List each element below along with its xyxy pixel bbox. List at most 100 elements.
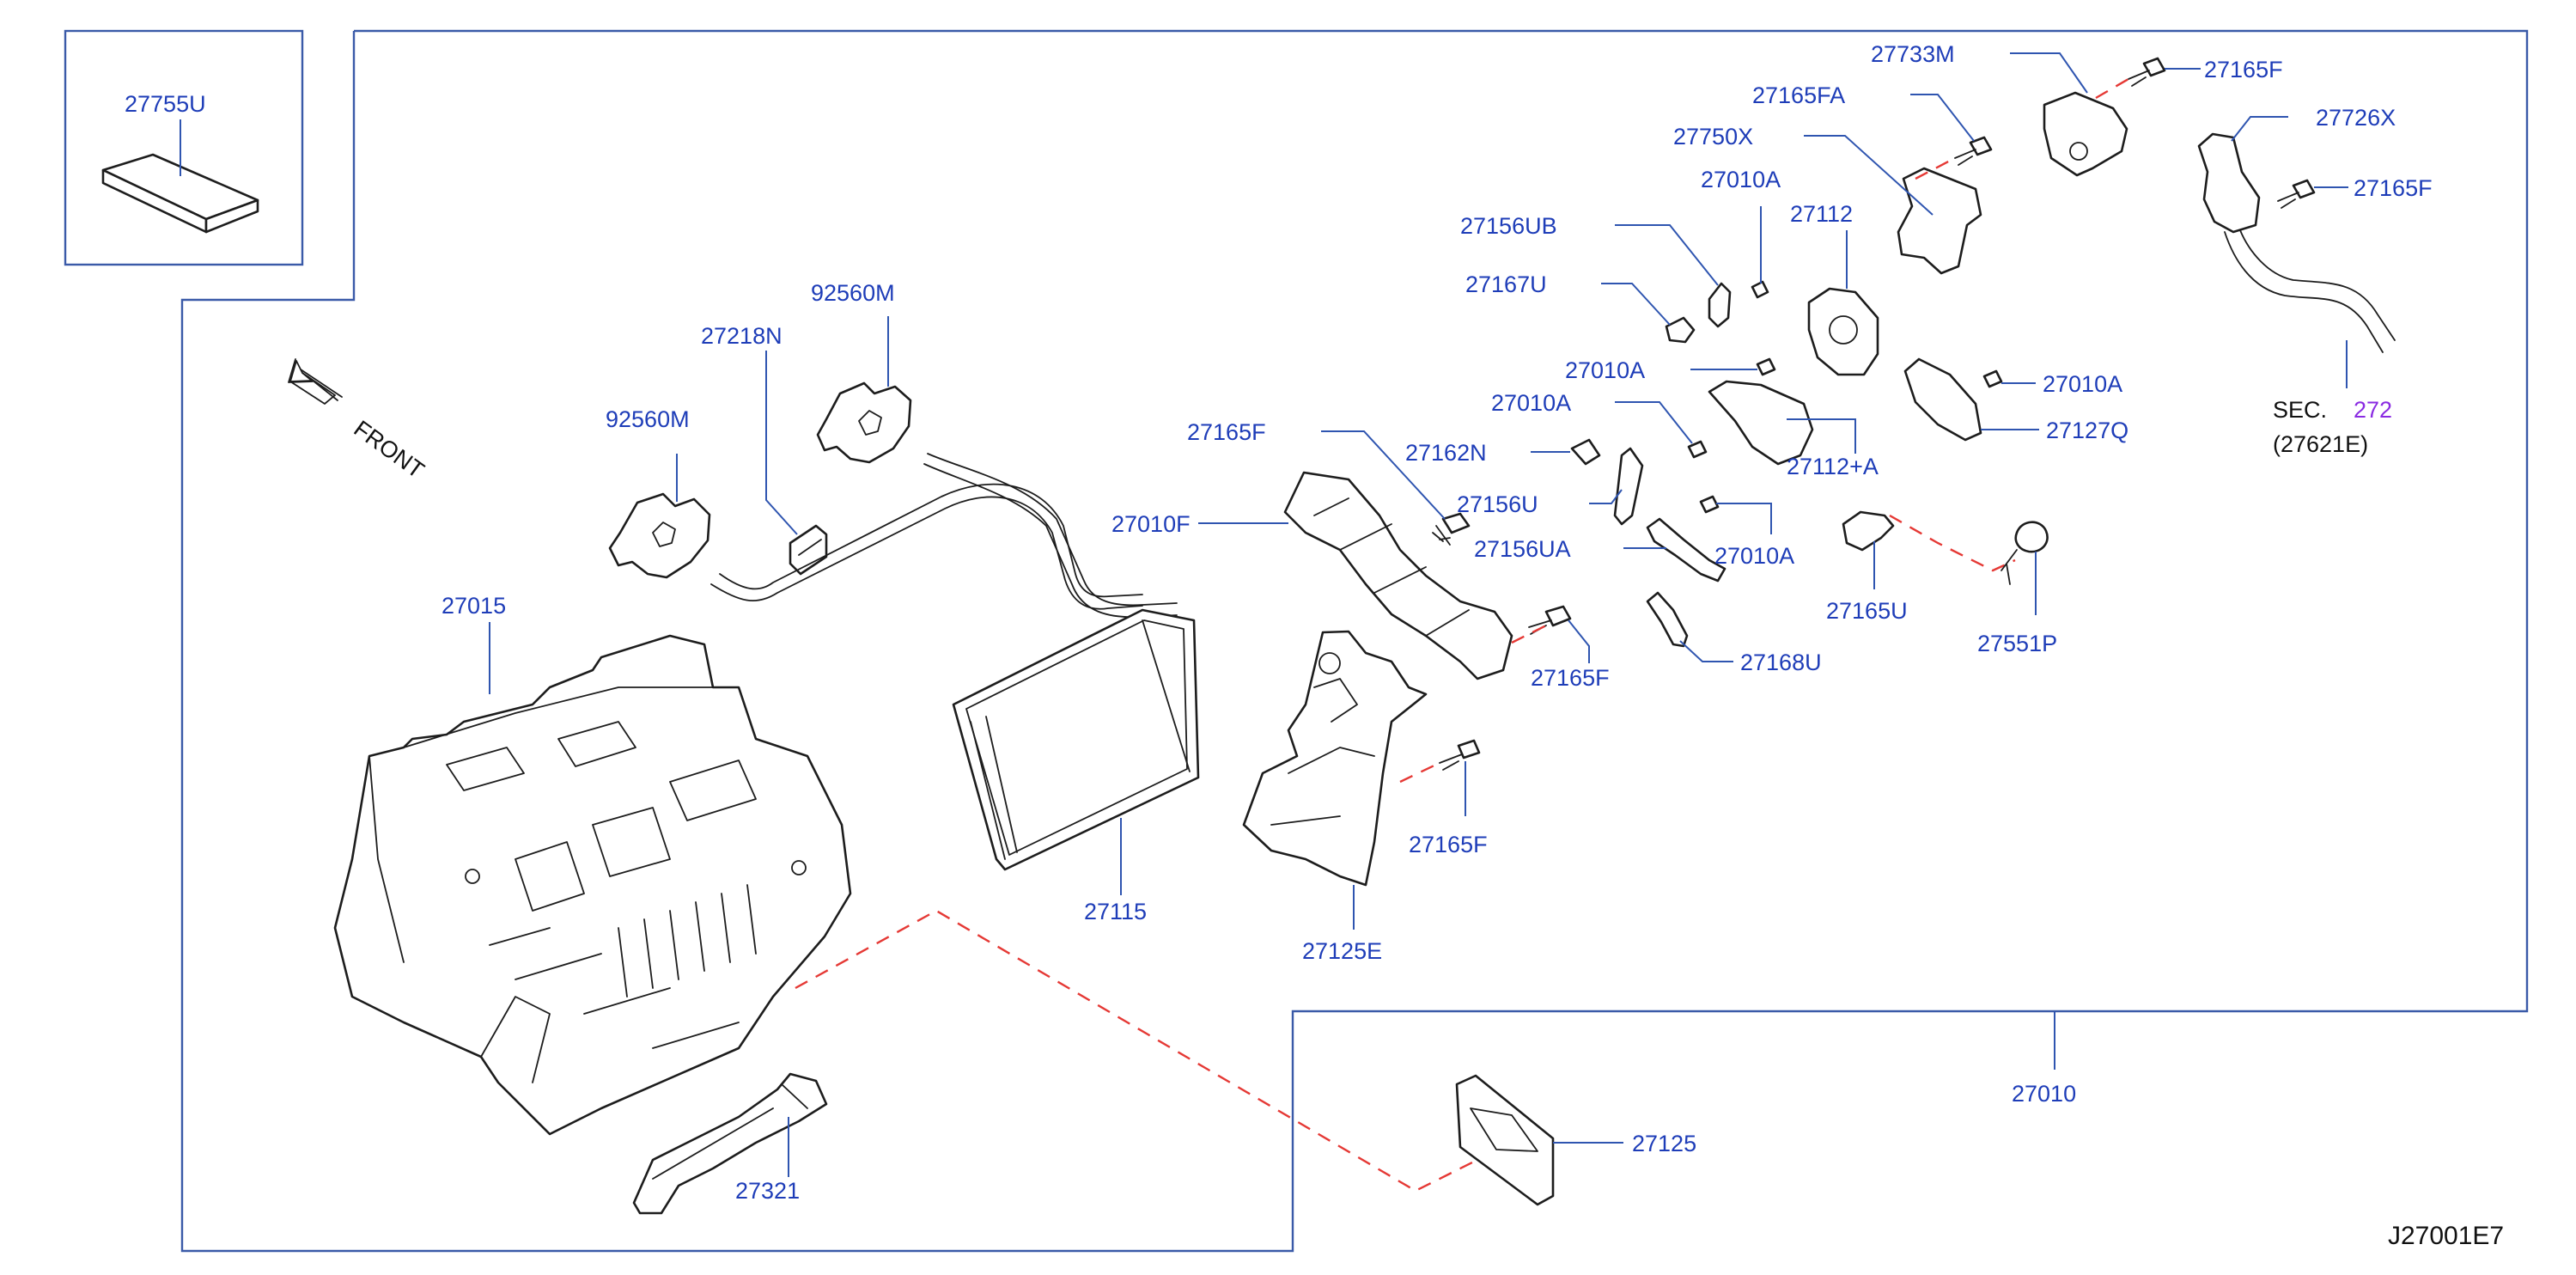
leader-bracket-750x	[1804, 135, 1934, 216]
label-bolt-b: 27010A	[1714, 543, 1794, 569]
leader-screw-duct	[1321, 430, 1446, 520]
screw-case-part	[1439, 739, 1481, 771]
label-seal-top: 92560M	[811, 280, 895, 306]
hidden-line-screw-fa	[1915, 156, 1956, 180]
filter-inset-frame	[64, 29, 304, 266]
label-lever-162n: 27162N	[1405, 440, 1487, 466]
label-link-156u: 27156U	[1457, 491, 1538, 517]
label-heater-core: 27115	[1084, 899, 1147, 924]
label-clip: 27218N	[701, 323, 783, 349]
actuator-bracket-part	[1903, 357, 1982, 442]
leader-clip	[765, 351, 798, 535]
bottom-duct-part	[632, 1072, 828, 1215]
diagram-code: J27001E7	[2388, 1222, 2504, 1250]
label-link-156ua: 27156UA	[1474, 536, 1571, 562]
bolt-right-part	[1982, 369, 2003, 388]
amp-module-part	[2043, 91, 2128, 177]
sensor-part	[2001, 521, 2049, 585]
label-bracket-127q: 27127Q	[2046, 418, 2128, 443]
label-filter: 27755U	[125, 91, 206, 117]
label-gear-link: 27156UB	[1460, 213, 1557, 239]
hidden-line-screw-mid	[1511, 624, 1547, 644]
leader-lever-167u	[1601, 283, 1671, 326]
actuator-lever-part	[1570, 438, 1601, 466]
label-screw-right: 27165F	[2354, 175, 2433, 201]
gear-link-part	[1708, 282, 1732, 328]
label-bolt-d: 27010A	[1565, 357, 1645, 383]
label-bolt-c: 27010A	[1701, 167, 1781, 192]
leader-bolt-b	[1716, 503, 1772, 534]
screw-top-part	[2128, 57, 2166, 87]
air-filter-part	[101, 153, 259, 234]
seal-top-part	[816, 381, 912, 464]
label-grommet: 27010F	[1111, 511, 1191, 537]
label-screw-case: 27165F	[1409, 832, 1488, 857]
leader-screw-fa	[1910, 94, 1975, 142]
label-motor-assy: 27112+A	[1787, 454, 1879, 479]
seal-left-part	[608, 492, 711, 579]
hidden-line-screw-top	[2095, 77, 2129, 100]
drain-cover-part	[1455, 1074, 1555, 1206]
leader-motor-assy	[1787, 418, 1856, 454]
label-screw-duct: 27165F	[1187, 419, 1266, 445]
label-assembly: 27010	[2012, 1081, 2076, 1107]
leader-link-156u	[1589, 489, 1623, 504]
leader-amp-module	[2010, 52, 2088, 94]
label-seal-left: 92560M	[606, 406, 690, 432]
label-bolt-a: 27010A	[1491, 390, 1571, 416]
case-housing-part	[1242, 630, 1428, 887]
leader-gear-link	[1615, 224, 1719, 286]
label-bottom-duct: 27321	[735, 1178, 800, 1204]
screw-fa-part	[1954, 136, 1993, 166]
lever-167u-part	[1665, 316, 1696, 344]
rod-168u-part	[1646, 591, 1689, 648]
label-heater-unit: 27015	[442, 593, 506, 619]
label-aspirator: 27726X	[2316, 105, 2396, 131]
label-screw-fa: 27165FA	[1752, 82, 1845, 108]
bracket-750x-part	[1897, 167, 1982, 275]
bolt-lower-part	[1699, 495, 1720, 514]
link-156ua-part	[1646, 517, 1726, 583]
leader-aspirator	[2231, 116, 2288, 142]
label-bolt-e: 27010A	[2043, 371, 2122, 397]
motor-assy-part	[1708, 380, 1814, 466]
label-motor: 27112	[1790, 201, 1853, 227]
label-sensor-holder: 27165U	[1826, 598, 1908, 624]
heater-unit-part	[333, 634, 852, 1136]
section-number: 272	[2354, 397, 2392, 423]
screw-right-part	[2277, 179, 2316, 209]
front-arrow-icon	[288, 358, 343, 405]
hidden-line-drain	[795, 909, 1521, 1193]
label-lever-167u: 27167U	[1465, 271, 1547, 297]
aspirator-part	[2197, 132, 2396, 353]
bolt-motor-part	[1756, 357, 1776, 376]
hidden-line-sensor	[1889, 514, 2016, 572]
clip-part	[789, 524, 828, 576]
front-label: FRONT	[349, 416, 429, 484]
sensor-holder-part	[1842, 510, 1895, 552]
label-sensor: 27551P	[1977, 631, 2057, 656]
leader-rod-168u	[1679, 640, 1733, 662]
leader-screw-mid	[1568, 619, 1590, 663]
label-case-housing: 27125E	[1302, 938, 1382, 964]
link-156u-part	[1613, 447, 1644, 526]
bolt-upper-part	[1751, 280, 1769, 299]
screw-duct-part	[1432, 512, 1471, 546]
bolt-link-part	[1687, 440, 1708, 459]
label-screw-mid: 27165F	[1531, 665, 1610, 691]
section-sub: (27621E)	[2273, 431, 2368, 457]
leader-bolt-a	[1615, 401, 1693, 444]
heater-core-part	[952, 608, 1200, 871]
hidden-line-screw-case	[1399, 761, 1440, 784]
label-drain-cover: 27125	[1632, 1131, 1696, 1156]
heater-pipes-part	[710, 453, 1178, 619]
section-prefix: SEC.	[2273, 397, 2327, 423]
label-bracket-750x: 27750X	[1673, 124, 1753, 149]
assembly-frame	[180, 29, 2529, 1253]
label-rod-168u: 27168U	[1740, 650, 1822, 675]
label-screw-top: 27165F	[2204, 57, 2283, 82]
label-amp-module: 27733M	[1871, 41, 1955, 67]
motor-part	[1807, 287, 1879, 376]
pipe-grommet-part	[1283, 471, 1513, 680]
